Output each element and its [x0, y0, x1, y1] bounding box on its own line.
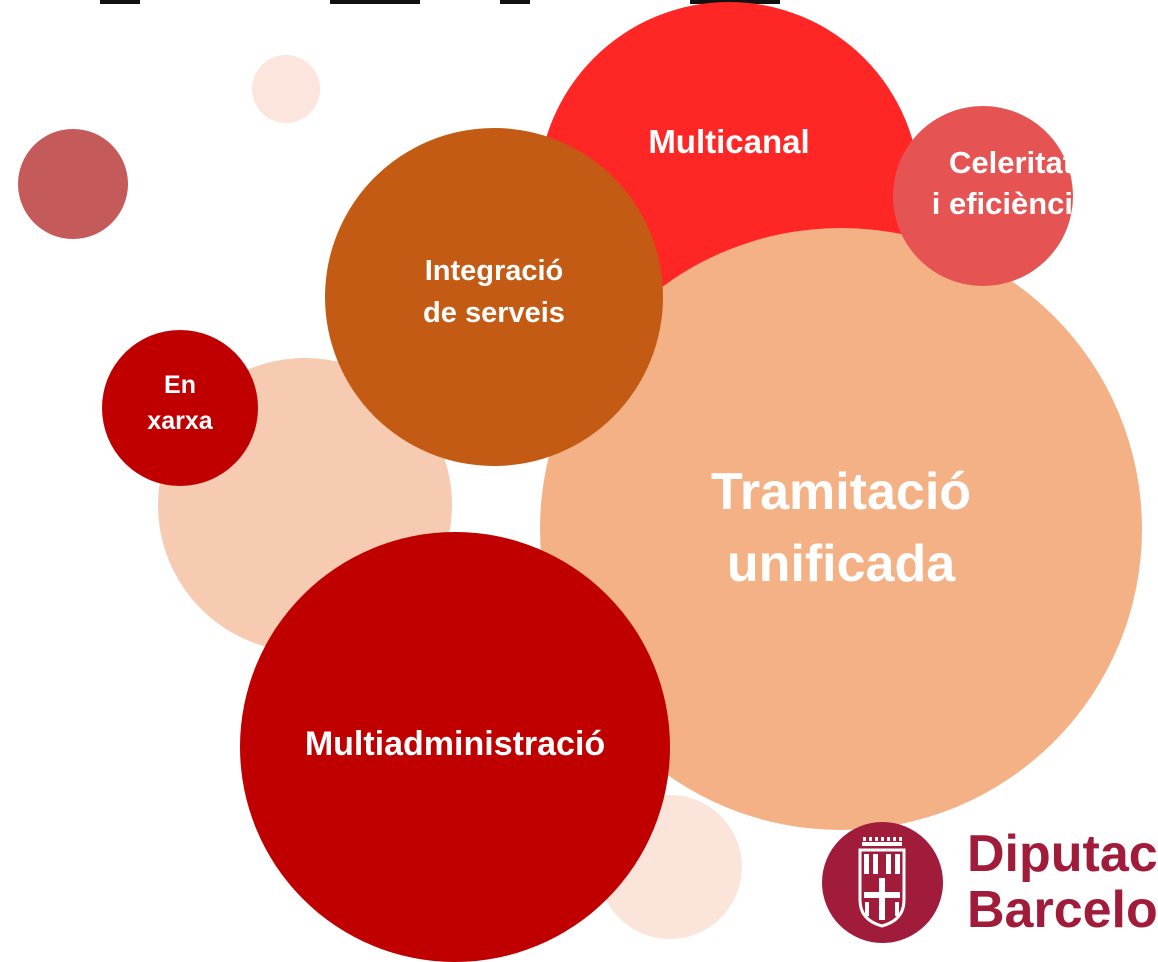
bubble-en-xarxa-label: En xarxa: [147, 367, 212, 440]
logo-wordmark-line-2: Barcelor: [967, 881, 1158, 939]
bubble-celeritat-line-1: Celeritat: [948, 145, 1074, 181]
seal-icon: [822, 822, 943, 943]
bubble-integracio-line-2: de serveis: [423, 297, 565, 329]
logo-wordmark: Diputaci Barcelor: [967, 826, 1158, 938]
logo-wordmark-line-1: Diputaci: [967, 825, 1158, 883]
bubble-integracio-label: Integració de serveis: [423, 250, 565, 334]
diputacio-barcelona-logo: Diputaci Barcelor: [822, 822, 1158, 943]
bubble-en-xarxa-line-1: En: [164, 370, 196, 399]
bubble-integracio-serveis: Integració de serveis: [325, 128, 663, 466]
bubble-integracio-line-1: Integració: [424, 254, 564, 287]
decorative-bubble-top: [252, 55, 320, 123]
bubble-multicanal-label: Multicanal: [648, 123, 810, 160]
bubble-multiadministracio-label: Multiadministració: [304, 725, 606, 763]
bubble-celeritat-eficiencia: Celeritat i eficiència: [893, 106, 1090, 286]
bubble-en-xarxa: En xarxa: [102, 330, 258, 486]
bubble-multiadministracio: Multiadministració: [240, 532, 670, 962]
bubble-tramitacio-label: Tramitació unificada: [711, 457, 971, 601]
bubble-tramitacio-line-2: unificada: [726, 535, 956, 593]
decorative-bubble-left: [18, 129, 128, 239]
bubble-en-xarxa-line-2: xarxa: [147, 407, 213, 435]
bubble-celeritat-label: Celeritat i eficiència: [932, 143, 1091, 225]
bubble-tramitacio-line-1: Tramitació: [710, 463, 972, 522]
bubble-celeritat-line-2: i eficiència: [931, 186, 1091, 221]
